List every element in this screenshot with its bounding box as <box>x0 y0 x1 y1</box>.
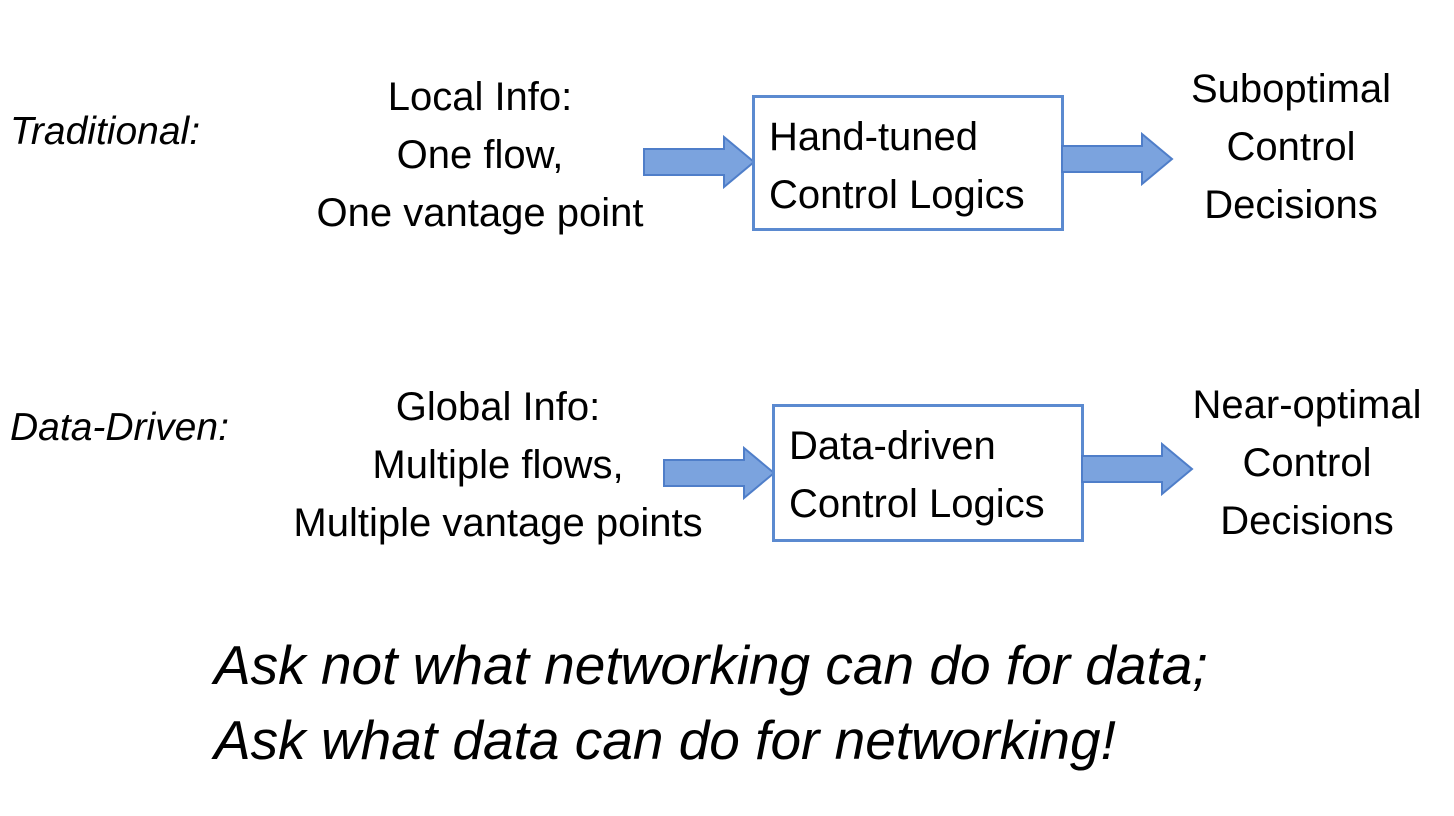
traditional-output-arrow <box>1061 132 1174 186</box>
tagline: Ask not what networking can do for data;… <box>214 628 1208 778</box>
tagline-line-2: Ask what data can do for networking! <box>214 709 1116 771</box>
data-driven-box-line-2: Control Logics <box>789 482 1045 526</box>
data-driven-output-line-1: Near-optimal <box>1192 383 1422 427</box>
data-driven-control-logic-box: Data-driven Control Logics <box>772 404 1084 542</box>
data-driven-output-line-3: Decisions <box>1220 499 1394 543</box>
data-driven-output-arrow <box>1081 442 1194 496</box>
traditional-box-line-2: Control Logics <box>769 173 1025 217</box>
data-driven-input-arrow <box>663 446 776 500</box>
traditional-input-line-3: One vantage point <box>316 191 644 235</box>
data-driven-output-decisions: Near-optimal Control Decisions <box>1168 376 1446 550</box>
traditional-input-arrow <box>643 135 756 189</box>
tagline-line-1: Ask not what networking can do for data; <box>214 634 1208 696</box>
data-driven-input-info: Global Info: Multiple flows, Multiple va… <box>258 378 738 552</box>
data-driven-input-line-2: Multiple flows, <box>372 443 624 487</box>
title-fragment <box>1066 0 1126 8</box>
row-label-traditional: Traditional: <box>10 110 201 153</box>
title-glyph-fragment <box>1066 0 1126 8</box>
traditional-input-line-2: One flow, <box>396 133 564 177</box>
data-driven-box-line-1: Data-driven <box>789 424 996 468</box>
traditional-box-line-1: Hand-tuned <box>769 115 979 159</box>
data-driven-output-line-2: Control <box>1242 441 1372 485</box>
traditional-output-line-3: Decisions <box>1204 183 1378 227</box>
traditional-output-decisions: Suboptimal Control Decisions <box>1156 60 1426 234</box>
traditional-control-logic-box: Hand-tuned Control Logics <box>752 95 1064 231</box>
traditional-input-line-1: Local Info: <box>387 75 573 119</box>
row-label-data-driven: Data-Driven: <box>10 406 229 449</box>
traditional-input-info: Local Info: One flow, One vantage point <box>290 68 670 242</box>
traditional-output-line-2: Control <box>1226 125 1356 169</box>
traditional-output-line-1: Suboptimal <box>1190 67 1392 111</box>
data-driven-input-line-1: Global Info: <box>395 385 601 429</box>
data-driven-input-line-3: Multiple vantage points <box>293 501 703 545</box>
